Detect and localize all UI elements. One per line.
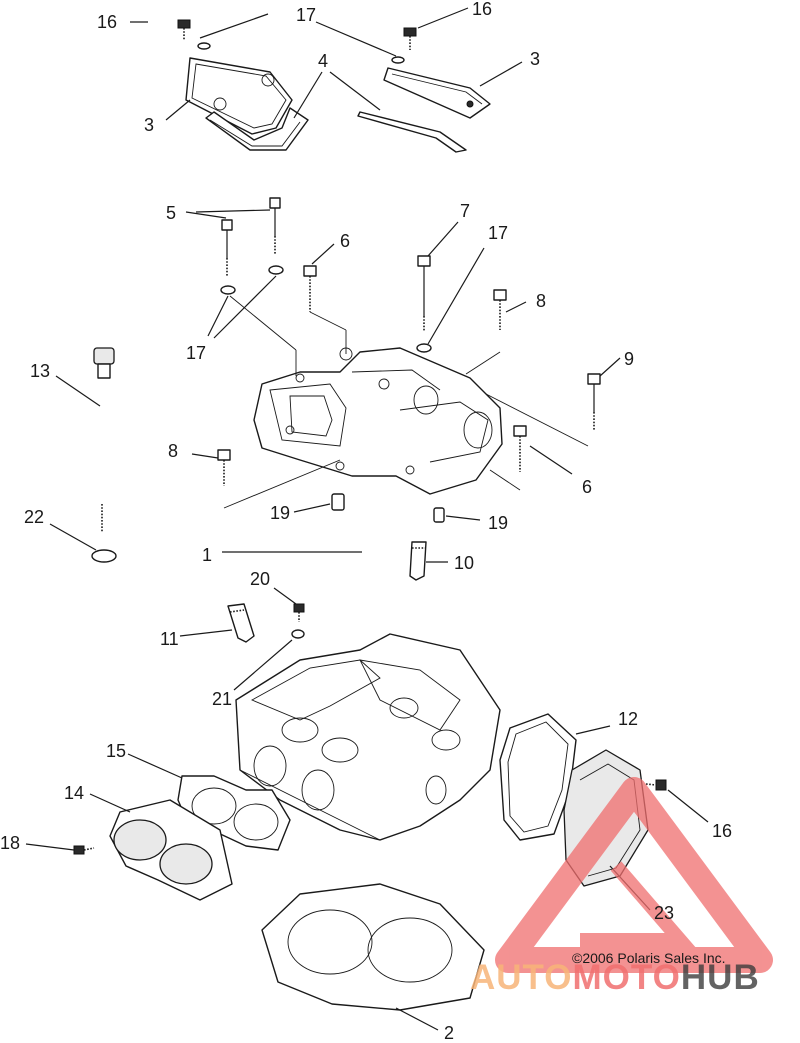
callout-3: 3: [530, 49, 541, 69]
bolt-5-left: [221, 219, 233, 276]
callout-19: 19: [488, 513, 509, 533]
callout-7: 7: [460, 201, 471, 221]
callout-4: 4: [318, 51, 329, 71]
callout-8: 8: [168, 441, 179, 461]
cover-gasket-left: [205, 107, 309, 151]
bolt-5-right: [269, 197, 281, 254]
callout-17: 17: [186, 343, 207, 363]
rocker-housing: [253, 347, 503, 495]
bolt-16-right: [645, 779, 667, 791]
callout-12: 12: [618, 709, 639, 729]
callout-9: 9: [624, 349, 635, 369]
bolt-16-top-left: [177, 19, 191, 40]
callout-13: 13: [30, 361, 51, 381]
head-gasket-2: [261, 883, 485, 1011]
bolt-6-lower: [513, 425, 527, 472]
callout-6: 6: [582, 477, 593, 497]
callout-16: 16: [472, 0, 493, 19]
callout-6: 6: [340, 231, 351, 251]
bolt-8-upper: [493, 289, 507, 330]
callout-1: 1: [202, 545, 213, 565]
watermark-triangle-logo: [495, 777, 773, 973]
callout-18: 18: [0, 833, 21, 853]
valve-cover-right: [383, 67, 491, 119]
callout-15: 15: [106, 741, 127, 761]
bolt-9: [587, 373, 601, 430]
washer-17-top-right: [391, 56, 405, 64]
spring-22: [91, 504, 117, 563]
callout-2: 2: [444, 1023, 455, 1043]
callout-21: 21: [212, 689, 233, 709]
valve-cover-left: [185, 57, 293, 135]
plug-13: [93, 347, 115, 379]
watermark-logo: AUTOMOTOHUB: [470, 960, 760, 995]
bolt-7: [417, 255, 431, 332]
bolt-6-upper: [303, 265, 317, 312]
guide-11: [227, 603, 255, 643]
watermark-hub: HUB: [680, 958, 760, 997]
bolt-18: [73, 845, 95, 855]
callout-11: 11: [160, 629, 179, 649]
watermark-auto: AUTO: [470, 958, 573, 997]
manifold-14: [109, 799, 233, 901]
dowel-19-left: [331, 493, 345, 511]
callout-19: 19: [270, 503, 291, 523]
callout-16: 16: [712, 821, 733, 841]
guide-10: [409, 541, 427, 581]
callout-14: 14: [64, 783, 85, 803]
dowel-19-right: [433, 507, 445, 523]
copyright-notice: ©2006 Polaris Sales Inc.: [572, 950, 726, 966]
washer-17-center: [268, 265, 284, 275]
cover-gasket-right: [357, 111, 467, 153]
leader-lines: [25, 7, 709, 1031]
callout-23: 23: [654, 903, 675, 923]
callout-17: 17: [488, 223, 509, 243]
washer-21: [291, 629, 305, 639]
bolt-20: [293, 603, 305, 622]
callout-10: 10: [454, 553, 475, 573]
bolt-16-top-right: [403, 27, 417, 50]
bolt-8-lower: [217, 449, 231, 486]
callout-17: 17: [296, 5, 317, 25]
callout-3: 3: [144, 115, 155, 135]
watermark-moto: MOTO: [572, 958, 681, 997]
callout-5: 5: [166, 203, 177, 223]
callout-16: 16: [97, 12, 118, 32]
callout-8: 8: [536, 291, 547, 311]
callout-20: 20: [250, 569, 271, 589]
cylinder-head: [235, 633, 501, 841]
washer-17-right: [416, 343, 432, 353]
washer-17-left: [220, 285, 236, 295]
callout-22: 22: [24, 507, 45, 527]
gasket-12: [499, 713, 577, 841]
washer-17-top-left: [197, 42, 211, 50]
